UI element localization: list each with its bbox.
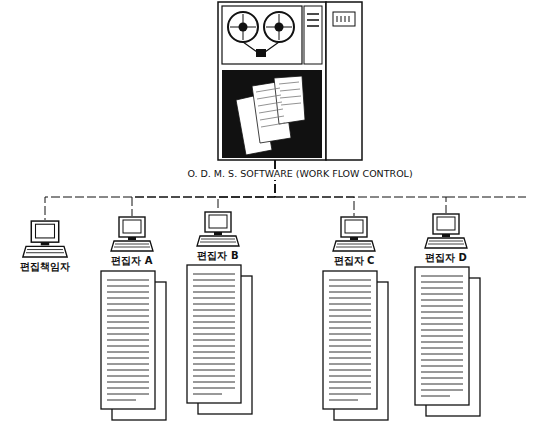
terminal-node: 편집자 A (110, 216, 154, 252)
display-marks (337, 16, 349, 22)
node-label: 편집자 C (314, 255, 394, 267)
node-label: 편집자 A (92, 255, 172, 267)
node-label: O. D. M. S. SOFTWARE (WORK FLOW CONTROL) (170, 169, 430, 180)
document-window (222, 70, 322, 158)
reel-hub (275, 23, 284, 32)
cabinet-side (326, 2, 362, 160)
document-lines (256, 82, 301, 127)
terminal-node: 편집자 D (424, 213, 468, 249)
server-illustration (218, 2, 362, 160)
terminal-icon (23, 221, 67, 257)
node-label: 편집자 D (406, 252, 486, 264)
bus-connector (275, 160, 446, 213)
terminal-icon (425, 214, 467, 248)
panel-buttons (307, 14, 319, 26)
tape-panel (222, 6, 302, 64)
terminal-node: 편집자 B (196, 211, 240, 247)
cabinet-front (218, 2, 326, 160)
bus-connector (218, 160, 275, 211)
button-panel (304, 6, 322, 64)
terminal-icon (197, 212, 239, 246)
server-node: O. D. M. S. SOFTWARE (WORK FLOW CONTROL) (218, 2, 362, 160)
document-stack (415, 267, 480, 416)
terminal-node: 편집책임자 (20, 220, 70, 258)
control-display (333, 12, 355, 26)
document-stack (101, 271, 166, 420)
reel-hub (239, 23, 248, 32)
terminal-icon (333, 217, 375, 251)
node-label: 편집책임자 (5, 261, 85, 273)
document-stack (323, 271, 388, 420)
document-stack (187, 265, 252, 414)
reel-spokes (230, 14, 292, 40)
terminal-node: 편집자 C (332, 216, 376, 252)
terminal-icon (111, 217, 153, 251)
tape-head (256, 49, 266, 57)
bus-extension (446, 197, 526, 198)
node-label: 편집자 B (178, 250, 258, 262)
